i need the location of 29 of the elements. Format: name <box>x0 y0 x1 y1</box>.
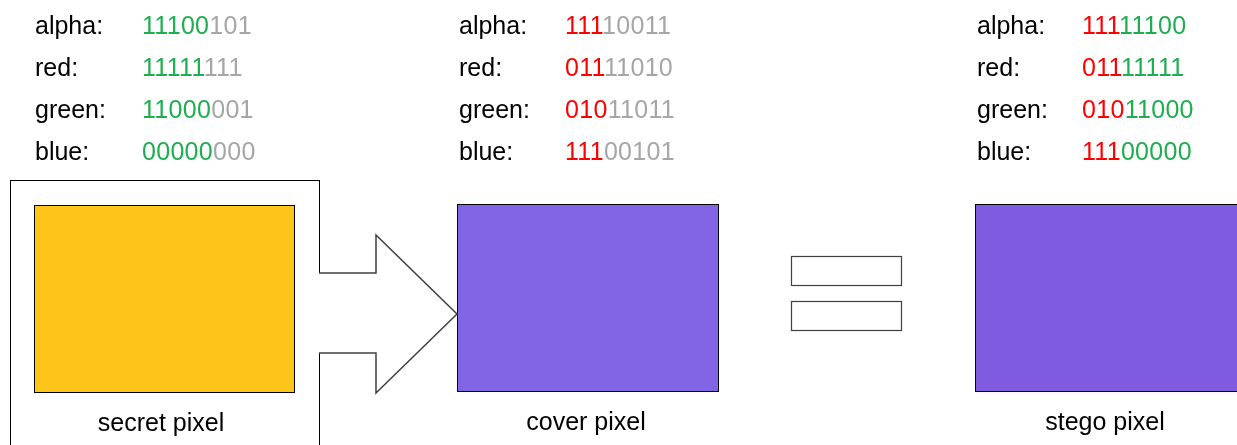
bit-value: 11110011 <box>565 10 672 40</box>
channel-label: green: <box>977 94 1048 124</box>
channel-label: red: <box>459 52 503 82</box>
bit-value: 11111100 <box>1082 10 1187 40</box>
bit-value: 01111010 <box>565 52 674 82</box>
bit-value: 11100000 <box>1082 136 1192 166</box>
bit-value: 11100101 <box>142 10 252 40</box>
block-arrow <box>318 233 459 395</box>
bit-value: 01011011 <box>565 94 675 124</box>
channel-label: green: <box>35 94 106 124</box>
pixel-caption: stego pixel <box>1045 406 1165 436</box>
pixel-caption: secret pixel <box>97 407 225 437</box>
channel-label: green: <box>459 94 530 124</box>
channel-label: red: <box>35 52 79 82</box>
channel-label: blue: <box>35 136 90 166</box>
bit-value: 11000001 <box>142 94 254 124</box>
bit-value: 01111111 <box>1082 52 1185 82</box>
bit-value: 01011000 <box>1082 94 1194 124</box>
channel-label: alpha: <box>35 10 104 40</box>
channel-label: alpha: <box>977 10 1046 40</box>
channel-label: blue: <box>977 136 1032 166</box>
pixel-caption: cover pixel <box>526 406 646 436</box>
pixel-frame <box>10 180 320 445</box>
channel-label: blue: <box>459 136 514 166</box>
channel-label: red: <box>977 52 1021 82</box>
channel-label: alpha: <box>459 10 528 40</box>
bit-value: 11111111 <box>142 52 243 82</box>
bit-value: 11100101 <box>565 136 675 166</box>
bit-value: 00000000 <box>142 136 256 166</box>
